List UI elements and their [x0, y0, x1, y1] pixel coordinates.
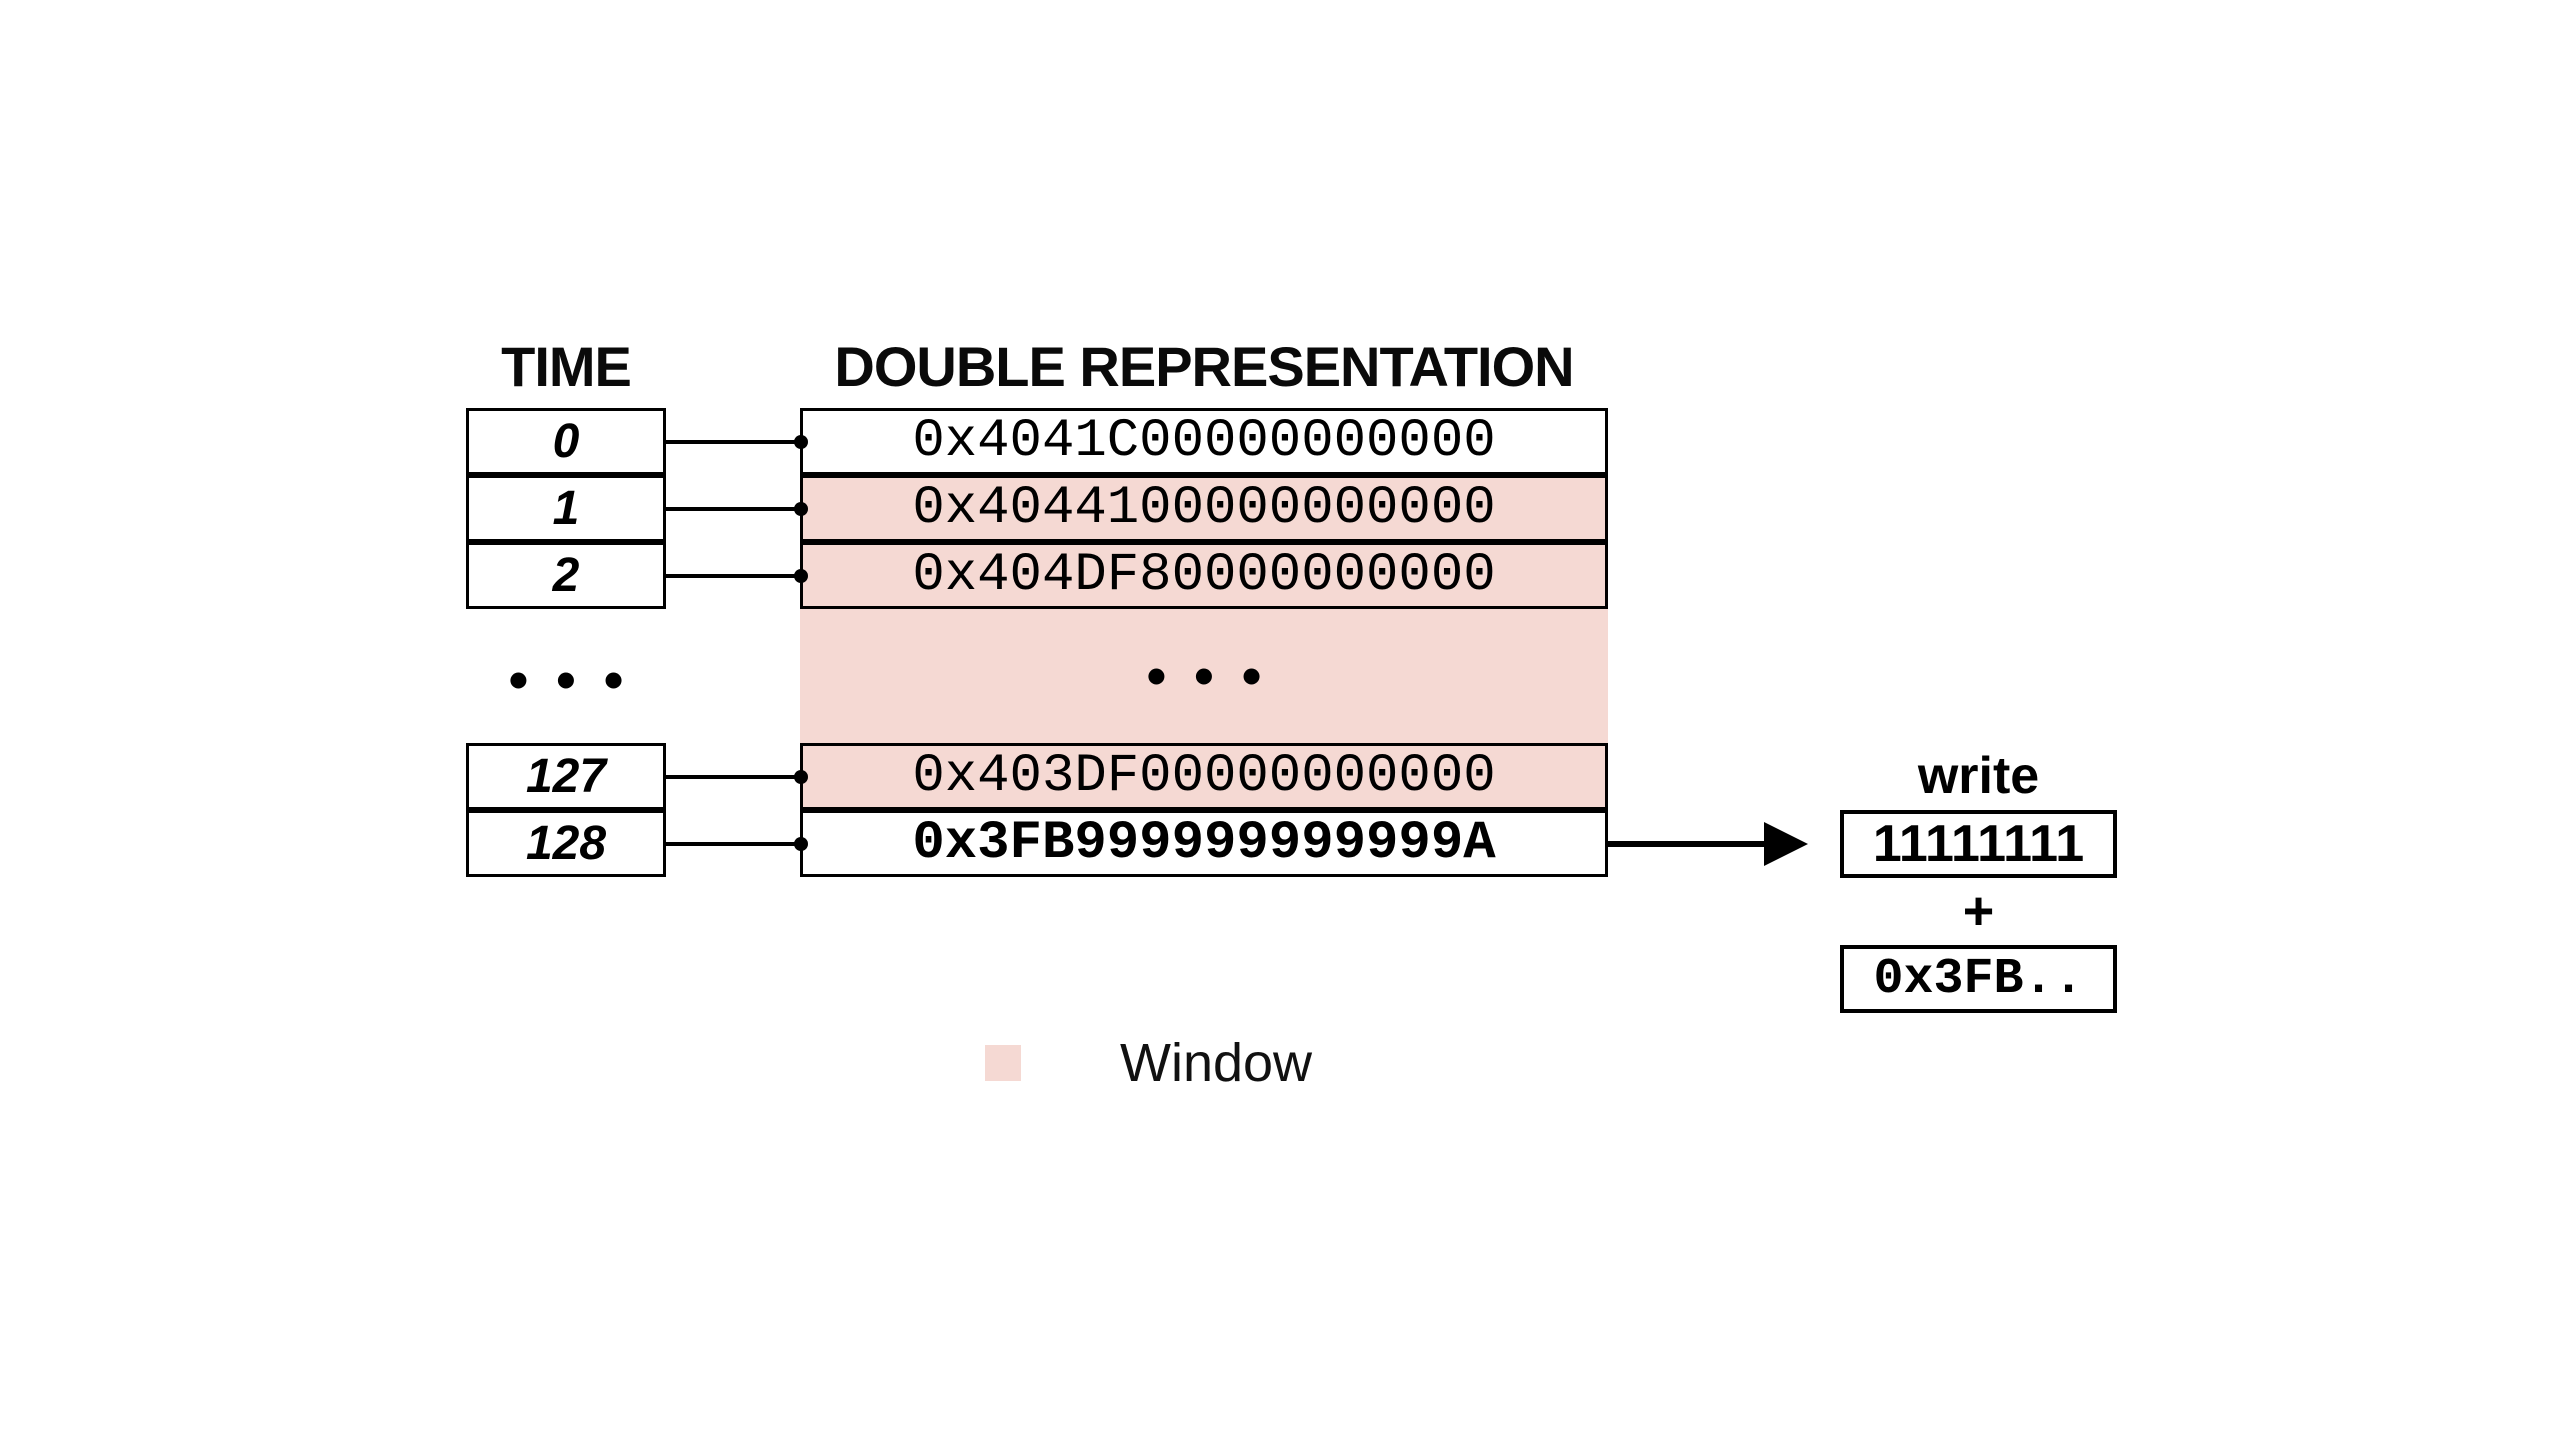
window-legend-swatch-icon: [985, 1045, 1021, 1081]
binary-output-value: 11111111: [1872, 815, 2085, 873]
binary-output-box: 11111111: [1840, 810, 2117, 878]
double-representation-column-header: DOUBLE REPRESENTATION: [834, 335, 1574, 398]
write-arrow-head-icon: [1764, 822, 1808, 866]
hex-output-value: 0x3FB..: [1873, 950, 2084, 1008]
time-cell-0: 0: [466, 408, 666, 475]
connector-line-0: [666, 440, 802, 444]
time-cell-1: 1: [466, 475, 666, 542]
connector-line-127: [666, 775, 802, 779]
time-cell-127: 127: [466, 743, 666, 810]
hex-cell-127: 0x403DF00000000000: [800, 743, 1608, 810]
connector-line-2: [666, 574, 802, 578]
time-table-top: 0 1 2: [466, 408, 666, 609]
hex-cell-0: 0x4041C00000000000: [800, 408, 1608, 475]
hex-cell-2: 0x404DF80000000000: [800, 542, 1608, 609]
connector-line-128: [666, 842, 802, 846]
double-table-top: 0x4041C00000000000 0x4044100000000000 0x…: [800, 408, 1608, 609]
time-ellipsis-dots: •••: [508, 648, 652, 711]
time-column-header: TIME: [501, 335, 632, 398]
hex-cell-128: 0x3FB999999999999A: [800, 810, 1608, 877]
connector-line-1: [666, 507, 802, 511]
time-cell-128: 128: [466, 810, 666, 877]
write-arrow-line: [1608, 841, 1768, 847]
hex-cell-1: 0x4044100000000000: [800, 475, 1608, 542]
connector-dot-128: [794, 837, 808, 851]
double-ellipsis-dots: •••: [1146, 644, 1290, 707]
connector-dot-2: [794, 569, 808, 583]
hex-output-box: 0x3FB..: [1840, 945, 2117, 1013]
write-label: write: [1917, 747, 2040, 805]
connector-dot-1: [794, 502, 808, 516]
time-cell-2: 2: [466, 542, 666, 609]
window-band: •••: [800, 609, 1608, 743]
connector-dot-0: [794, 435, 808, 449]
double-table-bottom: 0x403DF00000000000 0x3FB999999999999A: [800, 743, 1608, 877]
window-legend-label: Window: [1120, 1033, 1313, 1093]
time-table-bottom: 127 128: [466, 743, 666, 877]
connector-dot-127: [794, 770, 808, 784]
plus-operator: +: [1962, 881, 1995, 941]
